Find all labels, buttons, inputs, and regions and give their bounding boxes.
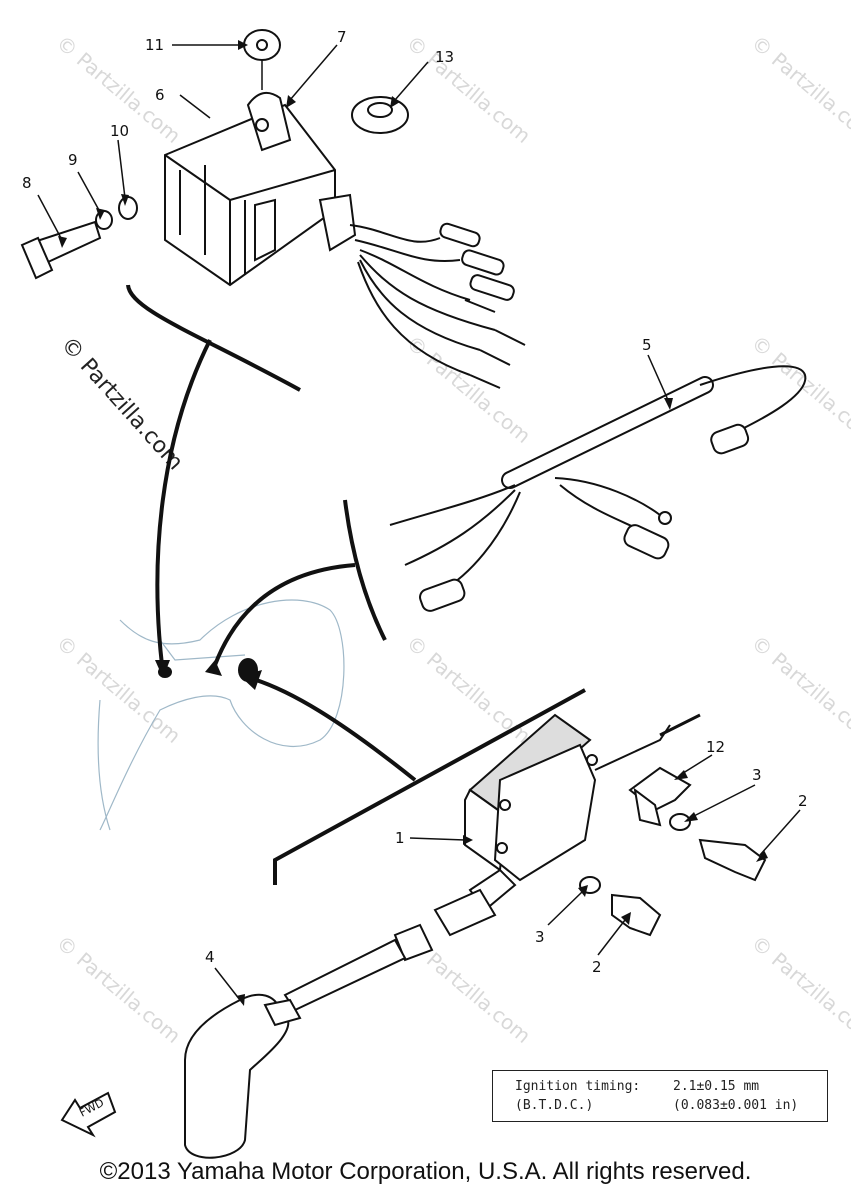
part-label-2: 2 bbox=[592, 958, 602, 976]
copyright-notice: ©2013 Yamaha Motor Corporation, U.S.A. A… bbox=[99, 1158, 752, 1185]
ignition-coil bbox=[433, 713, 701, 937]
watermark-dark: © Partzilla.com bbox=[56, 332, 188, 475]
watermark: © Partzilla.com bbox=[747, 930, 851, 1048]
fwd-arrow: FWD bbox=[60, 1091, 117, 1138]
part-label-1: 1 bbox=[395, 829, 405, 847]
ignition-timing-spec: Ignition timing: (B.T.D.C.) 2.1±0.15 mm … bbox=[492, 1070, 828, 1122]
part-label-7: 7 bbox=[337, 28, 347, 46]
watermark: © Partzilla.com bbox=[747, 330, 851, 448]
spark-plug-cap bbox=[184, 923, 434, 1159]
spec-label-line1: Ignition timing: bbox=[515, 1079, 641, 1094]
assembly-arrows bbox=[126, 284, 586, 885]
watermark: © Partzilla.com bbox=[747, 630, 851, 748]
part-label-13: 13 bbox=[435, 48, 454, 66]
watermark: © Partzilla.com bbox=[747, 30, 851, 148]
arrow-heads bbox=[155, 658, 262, 690]
leader-arrowheads bbox=[58, 40, 768, 1006]
spec-value-line1: 2.1±0.15 mm bbox=[673, 1079, 760, 1094]
part-labels: 11 7 6 13 10 9 8 5 1 12 3 2 3 2 4 bbox=[22, 28, 808, 976]
part-label-3: 3 bbox=[535, 928, 545, 946]
watermark: © Partzilla.com bbox=[402, 330, 536, 448]
watermark: © Partzilla.com bbox=[402, 30, 536, 148]
leader-lines bbox=[37, 44, 801, 1001]
part-label-4: 4 bbox=[205, 948, 215, 966]
spec-label-line2: (B.T.D.C.) bbox=[515, 1098, 594, 1113]
part-label-10: 10 bbox=[110, 122, 129, 140]
part-label-6: 6 bbox=[155, 86, 165, 104]
spec-value-line2: (0.083±0.001 in) bbox=[673, 1098, 799, 1113]
part-label-11: 11 bbox=[145, 36, 164, 54]
part-label-8: 8 bbox=[22, 174, 32, 192]
part-label-2: 2 bbox=[798, 792, 808, 810]
part-label-12: 12 bbox=[706, 738, 725, 756]
coil-hardware bbox=[579, 766, 767, 937]
part-label-3: 3 bbox=[752, 766, 762, 784]
part-label-9: 9 bbox=[68, 151, 78, 169]
wiring-harness bbox=[343, 365, 807, 641]
part-label-5: 5 bbox=[642, 336, 652, 354]
cdi-unit bbox=[164, 91, 526, 389]
watermark: © Partzilla.com bbox=[52, 930, 186, 1048]
motorcycle-outline bbox=[97, 599, 345, 831]
